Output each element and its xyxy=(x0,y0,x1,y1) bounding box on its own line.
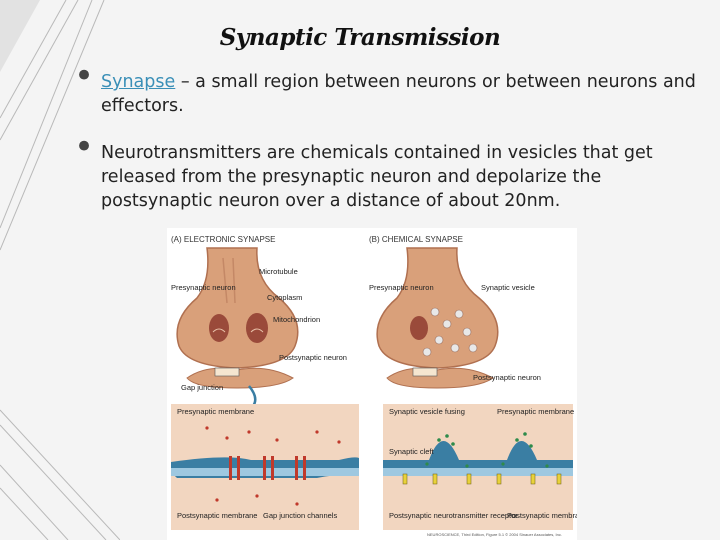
label-presynaptic-membrane-b: Presynaptic membrane xyxy=(497,407,574,416)
synapse-figure: (A) ELECTRONIC SYNAPSE (B) CHEMICAL SYNA… xyxy=(167,228,577,540)
label-postsynaptic-membrane-b: Postsynaptic membrane xyxy=(507,511,577,520)
label-synaptic-vesicle: Synaptic vesicle xyxy=(481,283,535,292)
label-presynaptic-neuron-a: Presynaptic neuron xyxy=(171,283,236,292)
bullet-text: – a small region between neurons or betw… xyxy=(101,72,696,116)
label-gap-junction-channels: Gap junction channels xyxy=(263,511,337,520)
decorative-corner-lines xyxy=(0,0,120,540)
label-gap-junction: Gap junction xyxy=(181,383,223,392)
panel-a-heading: (A) ELECTRONIC SYNAPSE xyxy=(171,235,275,244)
label-presynaptic-neuron-b: Presynaptic neuron xyxy=(369,283,434,292)
label-cytoplasm: Cytoplasm xyxy=(267,293,302,302)
label-postsynaptic-receptor: Postsynaptic neurotransmitter receptor xyxy=(389,511,518,520)
label-postsynaptic-neuron-b: Postsynaptic neuron xyxy=(473,373,541,382)
panel-a-terminal xyxy=(176,247,299,412)
label-mitochondrion: Mitochondrion xyxy=(273,315,320,324)
panel-b-terminal xyxy=(376,247,499,389)
slide-title: Synaptic Transmission xyxy=(219,24,501,51)
bullet-synapse: • Synapse – a small region between neuro… xyxy=(74,59,710,118)
label-presynaptic-membrane-a: Presynaptic membrane xyxy=(177,407,254,416)
bullet-dot: • xyxy=(74,56,95,96)
panel-b-heading: (B) CHEMICAL SYNAPSE xyxy=(369,235,463,244)
bullet-neurotransmitters: • Neurotransmitters are chemicals contai… xyxy=(74,130,710,213)
synapse-link[interactable]: Synapse xyxy=(101,72,176,92)
panel-b-magnified xyxy=(383,404,573,530)
panel-a-magnified xyxy=(171,404,359,530)
bullet-dot: • xyxy=(74,127,95,167)
bullet-text: Neurotransmitters are chemicals containe… xyxy=(101,143,653,211)
label-synaptic-cleft: Synaptic cleft xyxy=(389,447,435,456)
label-postsynaptic-neuron-a: Postsynaptic neuron xyxy=(279,353,347,362)
label-synaptic-vesicle-fusing: Synaptic vesicle fusing xyxy=(389,407,465,416)
figure-credit: NEUROSCIENCE, Third Edition, Figure 5.1 … xyxy=(427,532,562,537)
label-microtubule: Microtubule xyxy=(259,267,298,276)
label-postsynaptic-membrane-a: Postsynaptic membrane xyxy=(177,511,257,520)
